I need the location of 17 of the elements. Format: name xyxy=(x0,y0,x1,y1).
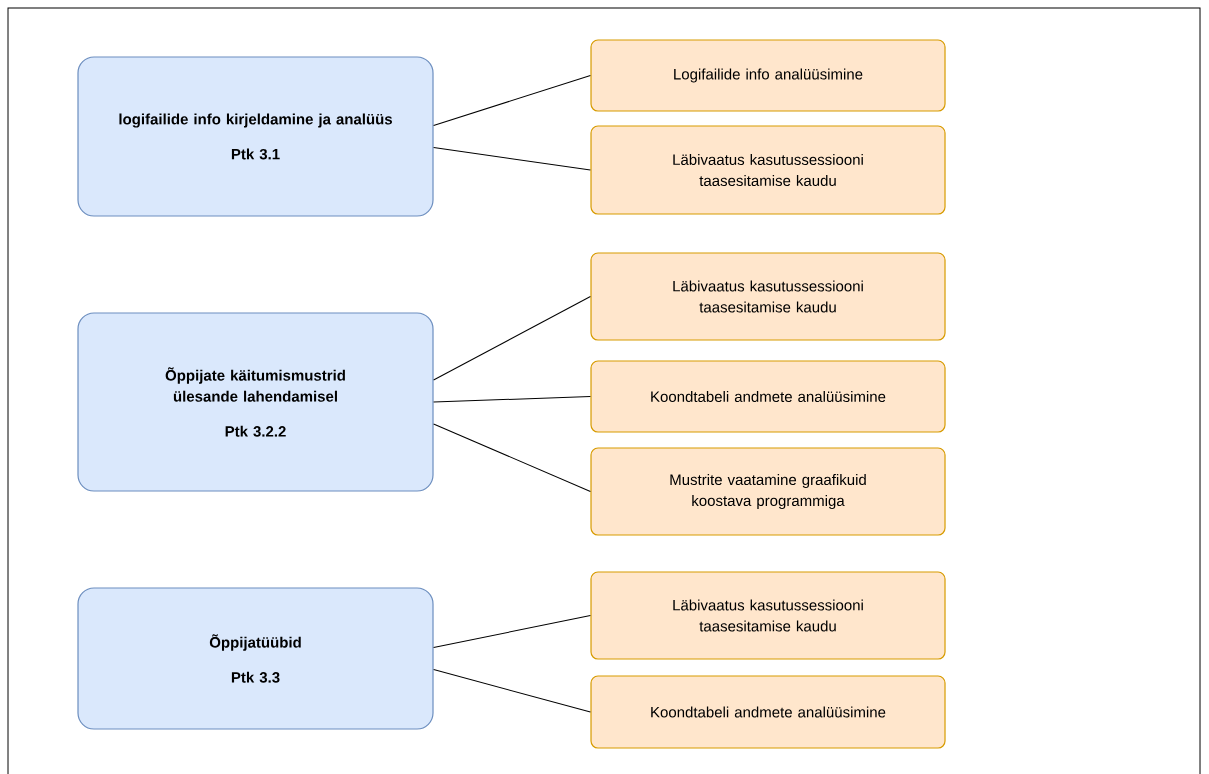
method-box: Logifailide info analüüsimine xyxy=(590,39,946,112)
method-box: Mustrite vaatamine graafikuid koostava programmiga xyxy=(590,447,946,536)
connector-line xyxy=(433,147,591,171)
connector-line xyxy=(433,296,591,381)
connector-line xyxy=(433,396,591,403)
topic-box: logifailide info kirjeldamine ja analüüs Ptk 3.1 xyxy=(77,56,434,217)
method-box: Läbivaatus kasutussessiooni taasesitamise kaudu xyxy=(590,571,946,660)
connector-line xyxy=(433,669,591,713)
method-box: Läbivaatus kasutussessiooni taasesitamise kaudu xyxy=(590,252,946,341)
method-box: Läbivaatus kasutussessiooni taasesitamise kaudu xyxy=(590,125,946,215)
connector-line xyxy=(433,615,591,648)
connector-line xyxy=(433,423,591,492)
connector-line xyxy=(433,75,591,126)
method-box: Koondtabeli andmete analüüsimine xyxy=(590,360,946,433)
method-box: Koondtabeli andmete analüüsimine xyxy=(590,675,946,749)
topic-box: Õppijate käitumismustrid ülesande lahendamisel Ptk 3.2.2 xyxy=(77,312,434,492)
topic-box: Õppijatüübid Ptk 3.3 xyxy=(77,587,434,730)
